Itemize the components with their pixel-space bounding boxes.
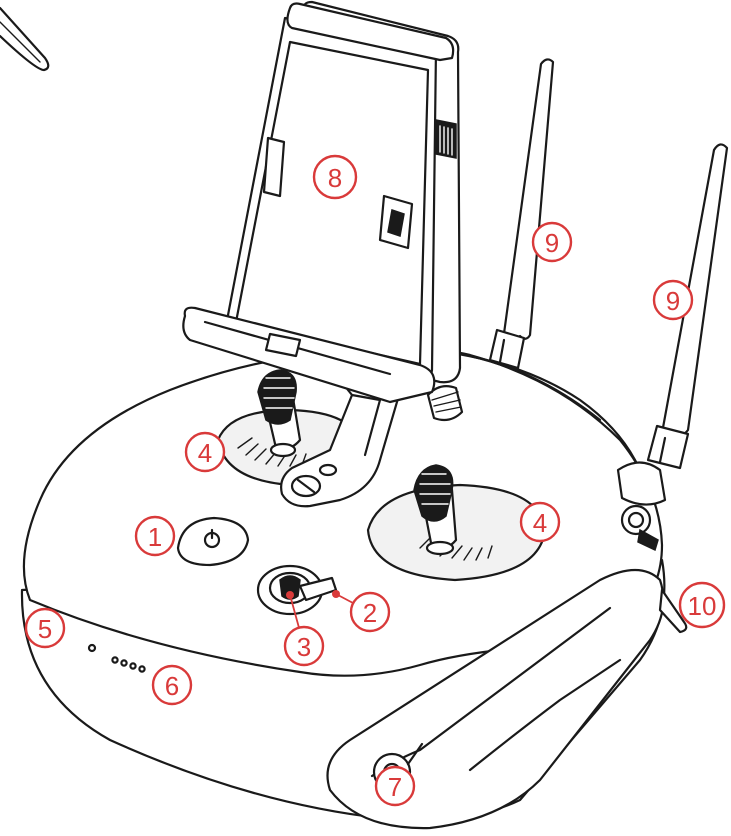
callout-label-c9a: 9 xyxy=(545,228,559,258)
callout-circle-c2 xyxy=(349,591,391,633)
callout-label-c8: 8 xyxy=(328,163,342,193)
callout-circle-c4b xyxy=(519,501,561,543)
callout-circle-c9b xyxy=(652,279,694,321)
callout-dot-c3 xyxy=(286,591,294,599)
callout-label-c4a: 4 xyxy=(198,438,212,468)
callout-layer: 1 2 3 4 4 5 6 7 8 9 9 10 xyxy=(24,154,726,807)
callout-label-c2: 2 xyxy=(363,598,377,628)
left-antenna-drawing xyxy=(488,58,555,370)
callout-label-c3: 3 xyxy=(297,632,311,662)
stylus-drawing xyxy=(0,6,50,72)
callout-circle-c8 xyxy=(312,154,358,200)
callout-dot-c2 xyxy=(332,590,340,598)
right-antenna-drawing xyxy=(646,143,729,470)
callout-label-c5: 5 xyxy=(38,614,52,644)
callout-label-c10: 10 xyxy=(688,591,717,621)
callout-circle-c1 xyxy=(134,515,176,557)
callout-circle-c9a xyxy=(531,221,573,263)
rth-button-drawing xyxy=(256,564,338,616)
right-stick-drawing xyxy=(366,464,547,582)
callout-circle-c7 xyxy=(374,765,416,807)
callout-circle-c10 xyxy=(678,581,726,629)
callout-circle-c6 xyxy=(151,664,193,706)
callout-circle-c4a xyxy=(184,431,226,473)
mobile-holder-drawing xyxy=(182,0,462,508)
callout-label-c7: 7 xyxy=(388,772,402,802)
callout-circle-c5 xyxy=(24,607,66,649)
callout-circle-c3 xyxy=(283,625,325,667)
callout-label-c6: 6 xyxy=(165,671,179,701)
callout-label-c9b: 9 xyxy=(666,286,680,316)
power-button-drawing xyxy=(176,516,250,567)
callout-label-c4b: 4 xyxy=(533,508,547,538)
controller-body-drawing xyxy=(20,347,688,830)
callout-label-c1: 1 xyxy=(148,522,162,552)
